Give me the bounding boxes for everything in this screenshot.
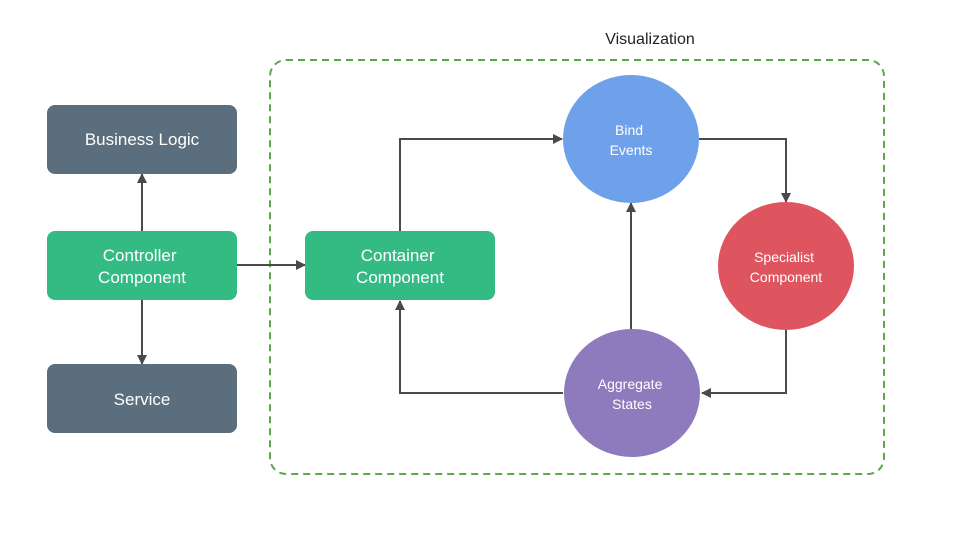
edge-bind-events-to-specialist [699, 138, 791, 203]
aggregate-states-label: Aggregate States [598, 376, 667, 412]
edges [137, 134, 791, 398]
bind-events-label: Bind Events [610, 122, 653, 158]
node-service[interactable]: Service [47, 364, 237, 433]
edge-aggregate-to-container [395, 300, 563, 394]
specialist-component-label: Specialist Component [750, 249, 822, 285]
node-controller-component[interactable]: Controller Component [47, 231, 237, 300]
service-label: Service [114, 390, 171, 409]
service-box [47, 364, 237, 433]
container-component-label: Container Component [356, 246, 444, 287]
node-container-component[interactable]: Container Component [305, 231, 495, 300]
node-aggregate-states[interactable]: Aggregate States [564, 329, 700, 457]
node-specialist-component[interactable]: Specialist Component [718, 202, 854, 330]
container-component-box [305, 231, 495, 300]
business-logic-box [47, 105, 237, 174]
bind-events-circle [563, 75, 699, 203]
edge-specialist-to-aggregate [701, 330, 787, 398]
aggregate-states-circle [564, 329, 700, 457]
edge-container-to-bind-events [399, 134, 563, 231]
controller-component-box [47, 231, 237, 300]
controller-component-label: Controller Component [98, 246, 186, 287]
node-business-logic[interactable]: Business Logic [47, 105, 237, 174]
specialist-component-circle [718, 202, 854, 330]
node-bind-events[interactable]: Bind Events [563, 75, 699, 203]
business-logic-label: Business Logic [85, 130, 200, 149]
visualization-group-label: Visualization [605, 31, 695, 48]
visualization-group-border [269, 59, 885, 475]
